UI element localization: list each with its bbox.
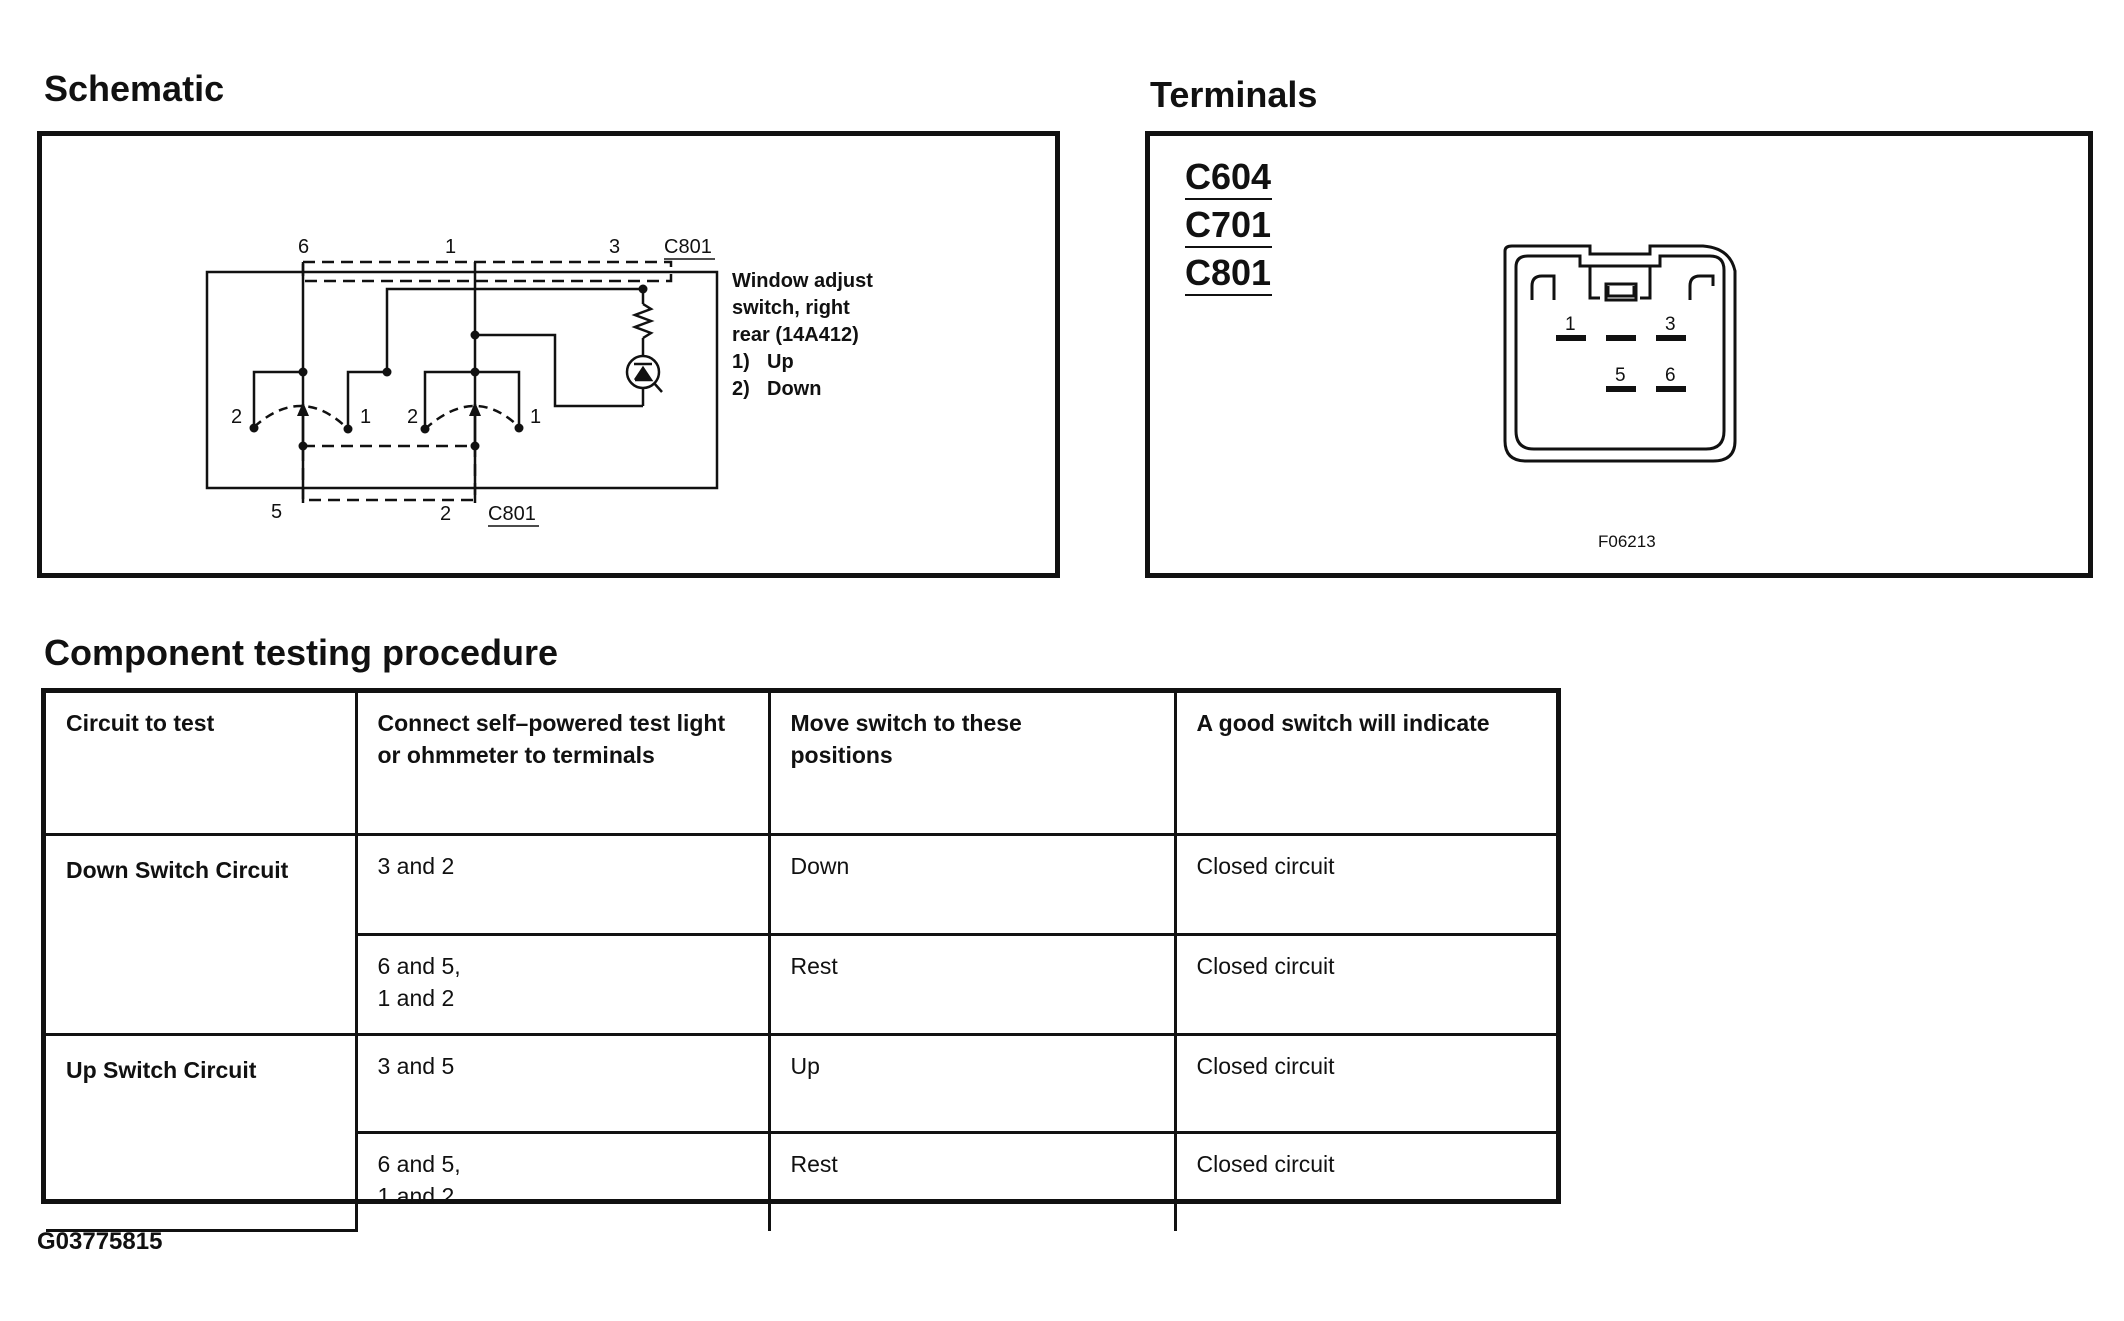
figure-id: G03775815: [37, 1228, 163, 1255]
procedure-table-frame: Circuit to test Connect self–powered tes…: [41, 688, 1561, 1232]
switch-description-line3: rear (14A412): [732, 324, 859, 346]
schematic-panel: 6 1 3 5 2 2 1 2 1 C801 C801 Window adjus…: [37, 131, 1060, 578]
position-cell: Up: [767, 1033, 1177, 1134]
pin-label-1: 1: [445, 236, 456, 258]
terminal-label-1: 1: [1565, 314, 1576, 335]
gang-link-bottom: [301, 444, 477, 502]
connector-id-c604: C604: [1185, 156, 1271, 197]
terminals-panel: C604 C701 C801 1 3: [1145, 131, 2093, 578]
connector-face: [1503, 244, 1737, 463]
header-terminals: Connect self–powered test light or ohmme…: [354, 693, 771, 836]
terminal-pin-2: [1606, 335, 1636, 341]
contact-label-right-1: 1: [530, 406, 541, 428]
terminal-pin-3: [1656, 335, 1686, 341]
table-row: Up Switch Circuit 3 and 5 Up Closed circ…: [46, 1033, 1556, 1232]
terminal-label-3: 3: [1665, 314, 1676, 335]
terminal-pin-6: [1656, 386, 1686, 392]
connector-id-c801: C801: [1185, 252, 1271, 293]
position-2-label: Down: [767, 378, 821, 400]
table-row: 6 and 5, 1 and 2 Rest Closed circuit: [46, 933, 1556, 1036]
terminals-cell: 3 and 2: [354, 833, 771, 936]
position-1-number: 1): [732, 351, 750, 373]
result-cell: Closed circuit: [1173, 933, 1556, 1036]
pin-label-5: 5: [271, 501, 282, 523]
terminal-pin-5: [1606, 386, 1636, 392]
terminals-cell: 6 and 5, 1 and 2: [356, 1131, 771, 1231]
circuit-cell-up: Up Switch Circuit: [46, 1033, 358, 1232]
resistor-symbol: [631, 302, 655, 340]
position-1-label: Up: [767, 351, 794, 373]
terminal-label-6: 6: [1665, 365, 1676, 386]
connector-label-top: C801: [664, 236, 712, 258]
pin-label-3: 3: [609, 236, 620, 258]
header-positions: Move switch to these positions: [767, 693, 1177, 836]
contact-label-left-2: 2: [231, 406, 242, 428]
procedure-title: Component testing procedure: [44, 632, 559, 673]
terminals-cell: 6 and 5, 1 and 2: [356, 933, 771, 1036]
terminals-title: Terminals: [1150, 74, 1318, 115]
terminals-diagram: C604 C701 C801 1 3: [1185, 156, 1737, 551]
result-cell: Closed circuit: [1173, 1033, 1556, 1134]
schematic-title: Schematic: [44, 68, 225, 109]
table-row: Down Switch Circuit 3 and 2 Down Closed …: [46, 833, 1556, 1036]
switch-description-line2: switch, right: [732, 297, 850, 319]
schematic-diagram: 6 1 3 5 2 2 1 2 1 C801 C801 Window adjus…: [205, 236, 873, 527]
terminal-pin-1: [1556, 335, 1586, 341]
terminal-label-5: 5: [1615, 365, 1626, 386]
terminals-figure-id: F06213: [1598, 532, 1656, 551]
table-row: 6 and 5, 1 and 2 Rest Closed circuit: [46, 1131, 1556, 1231]
procedure-table: Circuit to test Connect self–powered tes…: [46, 693, 1556, 1232]
pin-label-6: 6: [298, 236, 309, 258]
connector-id-c701: C701: [1185, 204, 1271, 245]
position-cell: Rest: [767, 1131, 1177, 1231]
pin-label-2: 2: [440, 503, 451, 525]
terminals-cell: 3 and 5: [354, 1033, 771, 1134]
header-indication: A good switch will indicate: [1173, 693, 1556, 836]
header-circuit: Circuit to test: [46, 693, 358, 836]
position-cell: Rest: [767, 933, 1177, 1036]
circuit-cell-down: Down Switch Circuit: [46, 833, 358, 1036]
table-header-row: Circuit to test Connect self–powered tes…: [46, 693, 1556, 836]
result-cell: Closed circuit: [1173, 833, 1556, 936]
switch-housing: [205, 270, 719, 490]
position-2-number: 2): [732, 378, 750, 400]
result-cell: Closed circuit: [1173, 1131, 1556, 1231]
contact-label-left-1: 1: [360, 406, 371, 428]
connector-label-bottom: C801: [488, 503, 536, 525]
contact-label-right-2: 2: [407, 406, 418, 428]
position-cell: Down: [767, 833, 1177, 936]
switch-description-line1: Window adjust: [732, 270, 873, 292]
